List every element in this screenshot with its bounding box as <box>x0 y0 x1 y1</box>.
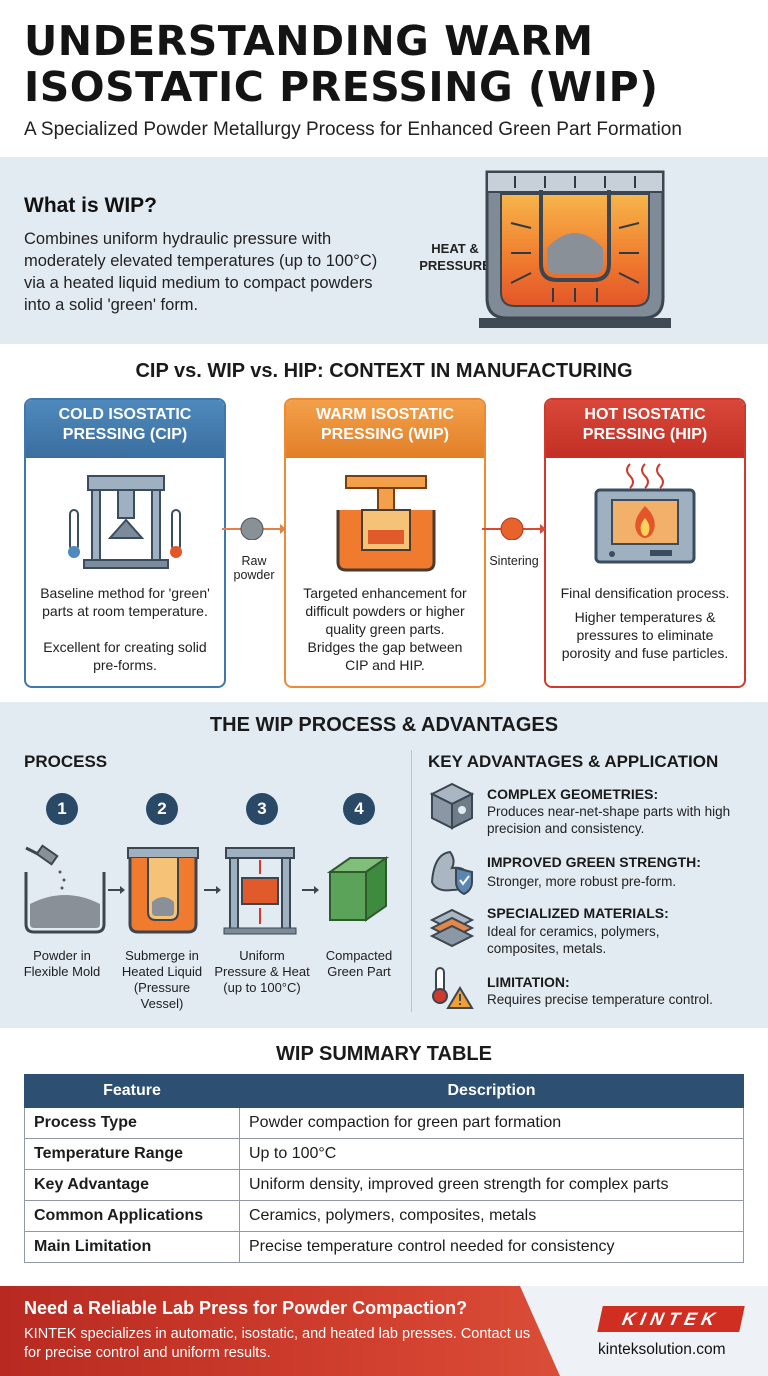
powder-mold-icon <box>24 844 106 934</box>
advantage-title-2: IMPROVED GREEN STRENGTH: <box>487 854 701 870</box>
feature-cell: Common Applications <box>24 1200 240 1232</box>
kintek-logo[interactable]: KINTEK <box>597 1306 745 1332</box>
footer-text: KINTEK specializes in automatic, isostat… <box>24 1326 531 1361</box>
process-heading: THE WIP PROCESS & ADVANTAGES <box>209 714 559 736</box>
wip-vessel-illustration <box>479 170 671 328</box>
advantage-title-1: COMPLEX GEOMETRIES: <box>487 786 659 802</box>
step-caption-3: Uniform Pressure & Heat (up to 100°C) <box>214 948 310 995</box>
step-caption-2: Submerge in Heated Liquid (Pressure Vess… <box>121 948 203 1011</box>
thermometer-warning-icon <box>432 967 474 1009</box>
advantage-title-4: LIMITATION: <box>487 974 570 990</box>
advantages-subheading: KEY ADVANTAGES & APPLICATION <box>428 752 719 771</box>
footer-banner <box>0 1286 560 1376</box>
hip-furnace-icon <box>594 463 696 564</box>
raw-powder-connector <box>222 517 286 540</box>
advantage-desc-4: Requires precise temperature control. <box>487 992 713 1007</box>
process-subheading: PROCESS <box>24 752 108 771</box>
description-cell: Powder compaction for green part formati… <box>239 1107 744 1139</box>
website-link[interactable]: kinteksolution.com <box>598 1341 726 1358</box>
wip-card-title: WARM ISOSTATIC PRESSING (WIP) <box>286 400 484 458</box>
description-cell: Precise temperature control needed for c… <box>239 1231 744 1263</box>
heat-pressure-label: HEAT & PRESSURE <box>419 241 491 273</box>
column-header-feature: Feature <box>24 1074 240 1108</box>
what-is-wip-text: Combines uniform hydraulic pressure with… <box>24 230 378 314</box>
cip-press-icon <box>68 475 182 569</box>
hip-card: HOT ISOSTATIC PRESSING (HIP) Final densi… <box>544 398 746 688</box>
wip-text-2: Bridges the gap between CIP and HIP. <box>307 639 463 673</box>
context-heading: CIP vs. WIP vs. HIP: CONTEXT IN MANUFACT… <box>135 360 633 382</box>
description-cell: Ceramics, polymers, composites, metals <box>239 1200 744 1232</box>
step-number-3: 3 <box>246 793 278 825</box>
step-number-1: 1 <box>46 793 78 825</box>
wip-text-1: Targeted enhancement for difficult powde… <box>303 585 467 637</box>
hip-text-1: Final densification process. <box>560 585 730 601</box>
advantage-desc-3: Ideal for ceramics, polymers, composites… <box>487 924 660 956</box>
green-part-cube-icon <box>326 856 390 922</box>
wip-card: WARM ISOSTATIC PRESSING (WIP) Targeted e… <box>284 398 486 688</box>
step-caption-4: Compacted Green Part <box>325 948 393 979</box>
sintering-connector <box>482 517 546 540</box>
strength-icon <box>430 850 473 896</box>
summary-table-heading: WIP SUMMARY TABLE <box>276 1043 492 1065</box>
layers-icon <box>429 908 475 948</box>
process-steps-illustration <box>24 844 390 935</box>
description-cell: Uniform density, improved green strength… <box>239 1169 744 1201</box>
hip-card-title: HOT ISOSTATIC PRESSING (HIP) <box>546 400 744 458</box>
what-is-wip-heading: What is WIP? <box>24 194 157 217</box>
cip-card-title: COLD ISOSTATIC PRESSING (CIP) <box>26 400 224 458</box>
step-caption-1: Powder in Flexible Mold <box>23 948 101 979</box>
column-header-description: Description <box>239 1074 744 1108</box>
geometry-icon <box>429 782 475 830</box>
step-number-4: 4 <box>343 793 375 825</box>
page-subtitle: A Specialized Powder Metallurgy Process … <box>24 119 682 140</box>
table-header-row: Feature Description <box>24 1074 744 1108</box>
feature-cell: Key Advantage <box>24 1169 240 1201</box>
wip-press-icon <box>336 475 436 572</box>
uniform-pressure-icon <box>223 847 297 935</box>
cip-text-1: Baseline method for 'green' parts at roo… <box>40 585 210 619</box>
description-cell: Up to 100°C <box>239 1138 744 1170</box>
feature-cell: Main Limitation <box>24 1231 240 1263</box>
feature-cell: Temperature Range <box>24 1138 240 1170</box>
raw-powder-label: Raw powder <box>233 554 275 582</box>
sintering-label: Sintering <box>489 554 539 568</box>
step-number-2: 2 <box>146 793 178 825</box>
section-divider <box>411 750 412 1012</box>
advantage-desc-2: Stronger, more robust pre-form. <box>487 874 677 889</box>
heated-vessel-icon <box>127 847 199 934</box>
hip-text-2: Higher temperatures & pressures to elimi… <box>561 609 729 661</box>
cip-text-2: Excellent for creating solid pre-forms. <box>43 639 207 673</box>
feature-cell: Process Type <box>24 1107 240 1139</box>
advantage-desc-1: Produces near-net-shape parts with high … <box>487 804 731 836</box>
footer-heading: Need a Reliable Lab Press for Powder Com… <box>24 1298 468 1318</box>
cip-card: COLD ISOSTATIC PRESSING (CIP) Baseline m… <box>24 398 226 688</box>
advantages-icons <box>429 782 475 1009</box>
page-title: UNDERSTANDING WARM ISOSTATIC PRESSING (W… <box>24 17 659 111</box>
advantage-title-3: SPECIALIZED MATERIALS: <box>487 905 669 921</box>
